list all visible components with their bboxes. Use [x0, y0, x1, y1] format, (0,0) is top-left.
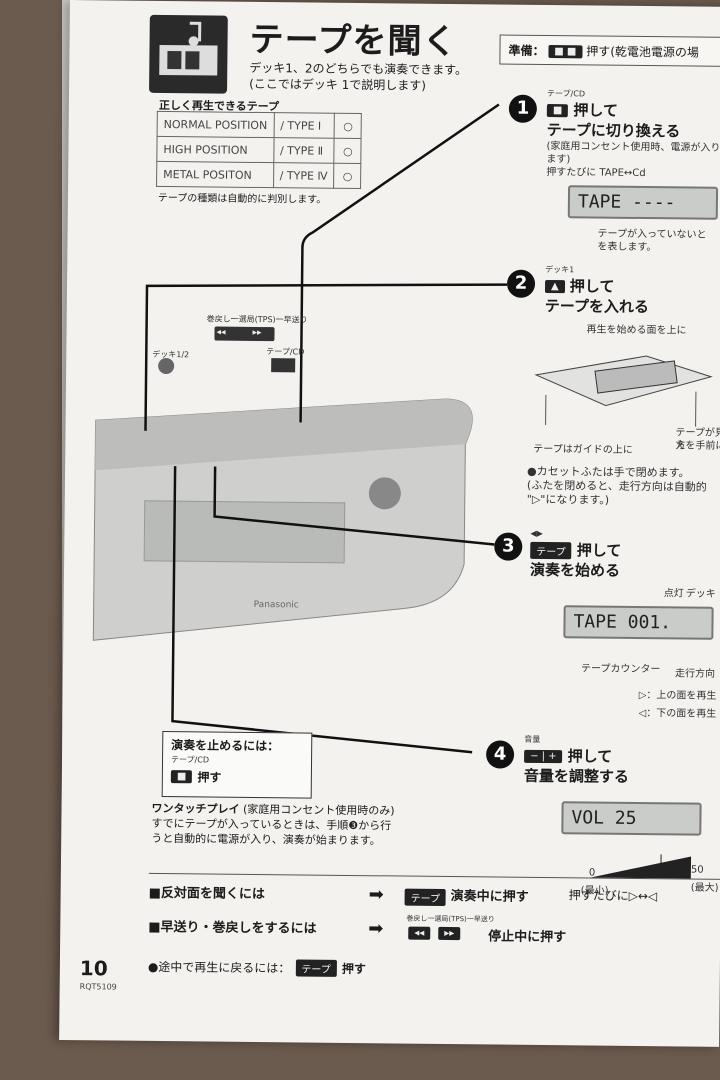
document-code: RQT5109: [79, 982, 117, 992]
rewind-icon: ◂◂: [408, 926, 431, 940]
step-4-number: 4: [485, 740, 515, 769]
stop-instructions-box: 演奏を止めるには： テープ/CD ■ 押す: [161, 731, 313, 799]
step-2-number: 2: [506, 269, 536, 298]
bottom-instructions: ■反対面を聞くには ➡ テープ 演奏中に押す 押すたびに▷↔◁ ■早送り・巻戻し…: [147, 872, 720, 989]
lcd-counter: TAPE 001.: [563, 605, 714, 640]
arrow-right-icon: ➡: [368, 884, 384, 906]
tape-play-button-icon: テープ: [295, 959, 337, 977]
eject-button-icon: ▲: [544, 279, 565, 294]
cassette-insert-figure: [534, 355, 713, 427]
lcd-tape: TAPE ----: [567, 185, 719, 220]
page-number: 10: [79, 956, 108, 981]
step-3-number: 3: [494, 532, 523, 561]
deck12-label: デッキ1/2: [152, 349, 190, 360]
step-2: デッキ1 ▲ 押して テープを入れる: [544, 264, 650, 317]
manual-page: テープを聞く デッキ1、2のどちらでも演奏できます。 (ここではデッキ 1で説明…: [59, 0, 720, 1047]
volume-scale: [590, 854, 692, 879]
cassette-deck-icon: [149, 14, 228, 94]
device-illustration: [92, 103, 508, 754]
one-touch-play: ワンタッチプレイ (家庭用コンセント使用時のみ) すでにテープが入っているときは…: [151, 801, 395, 848]
lcd-tape-note: テープが入っていないと を表します。: [597, 228, 707, 254]
tape-play-button-icon: テープ: [404, 888, 447, 906]
step-1-number: 1: [508, 94, 538, 123]
step-1: テープ/CD ■ 押して テープに切り換える (家庭用コンセント使用時、電源が入…: [546, 89, 720, 180]
fast-forward-icon: ▸▸: [252, 327, 262, 339]
step-3: ◀▶ テープ 押して 演奏を始める: [529, 528, 622, 580]
stop-button-icon: ■: [546, 104, 569, 118]
arrow-right-icon: ➡: [368, 918, 384, 940]
tape-play-button-icon: テープ: [530, 541, 572, 560]
tape-cd-label: テープ/CD: [266, 347, 305, 357]
ffrew-row: ■早送り・巻戻しをするには ➡ 巻戻し一選局(TPS)一早送り ◂◂ ▸▸ 停止…: [148, 914, 567, 946]
fast-forward-icon: ▸▸: [438, 926, 461, 941]
step-2-notes: ●カセットふたは手で閉めます。 (ふたを閉めると、走行方向は自動的 "▷"になり…: [526, 464, 707, 507]
rew-ff-label: 巻戻し一選局(TPS)一早送り: [206, 314, 308, 325]
lcd-volume: VOL 25: [561, 801, 702, 836]
step-4: 音量 − | + 押して 音量を調整する: [523, 734, 630, 786]
stop-button-icon: ■: [170, 770, 193, 784]
volume-button-icon: − | +: [524, 749, 563, 764]
brand-logo: Panasonic: [253, 599, 299, 611]
rewind-icon: ◂◂: [216, 327, 226, 338]
